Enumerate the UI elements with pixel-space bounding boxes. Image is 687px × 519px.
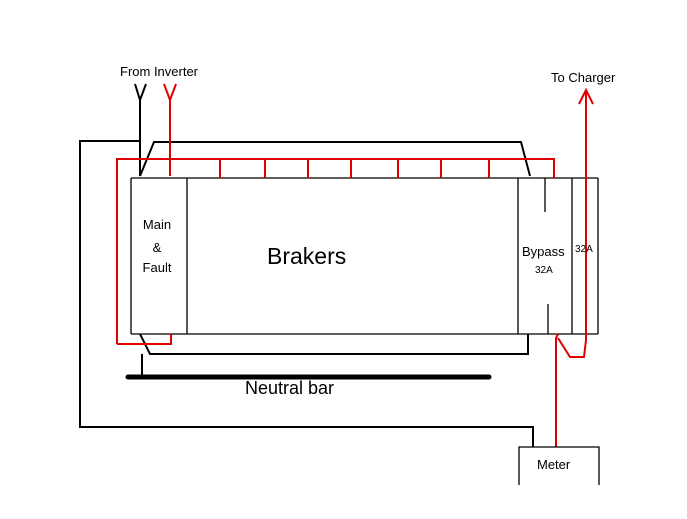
inverter-live-fork xyxy=(163,83,177,103)
breaker-panel xyxy=(130,177,599,335)
neutral-bottom-return xyxy=(139,333,529,355)
live-to-charger xyxy=(557,90,587,358)
right-rating-label: 32A xyxy=(575,244,593,255)
bypass-label: Bypass xyxy=(522,244,565,259)
neutral-bar-label: Neutral bar xyxy=(245,378,334,398)
amp-label: & xyxy=(153,240,162,255)
from-inverter-label: From Inverter xyxy=(120,64,199,79)
charger-arrowhead xyxy=(578,87,594,105)
main-label: Main xyxy=(143,217,171,232)
bypass-rating-label: 32A xyxy=(535,265,553,276)
live-wiring xyxy=(116,83,594,447)
meter-label: Meter xyxy=(537,457,571,472)
live-top-bus xyxy=(116,158,555,344)
live-bottom-return xyxy=(117,334,172,345)
inverter-neutral-fork xyxy=(134,83,147,104)
neutral-outer-loop xyxy=(79,140,534,447)
brakers-label: Brakers xyxy=(267,243,346,269)
fault-label: Fault xyxy=(143,260,172,275)
meter-box xyxy=(518,446,600,485)
to-charger-label: To Charger xyxy=(551,70,616,85)
live-to-meter xyxy=(555,333,559,447)
